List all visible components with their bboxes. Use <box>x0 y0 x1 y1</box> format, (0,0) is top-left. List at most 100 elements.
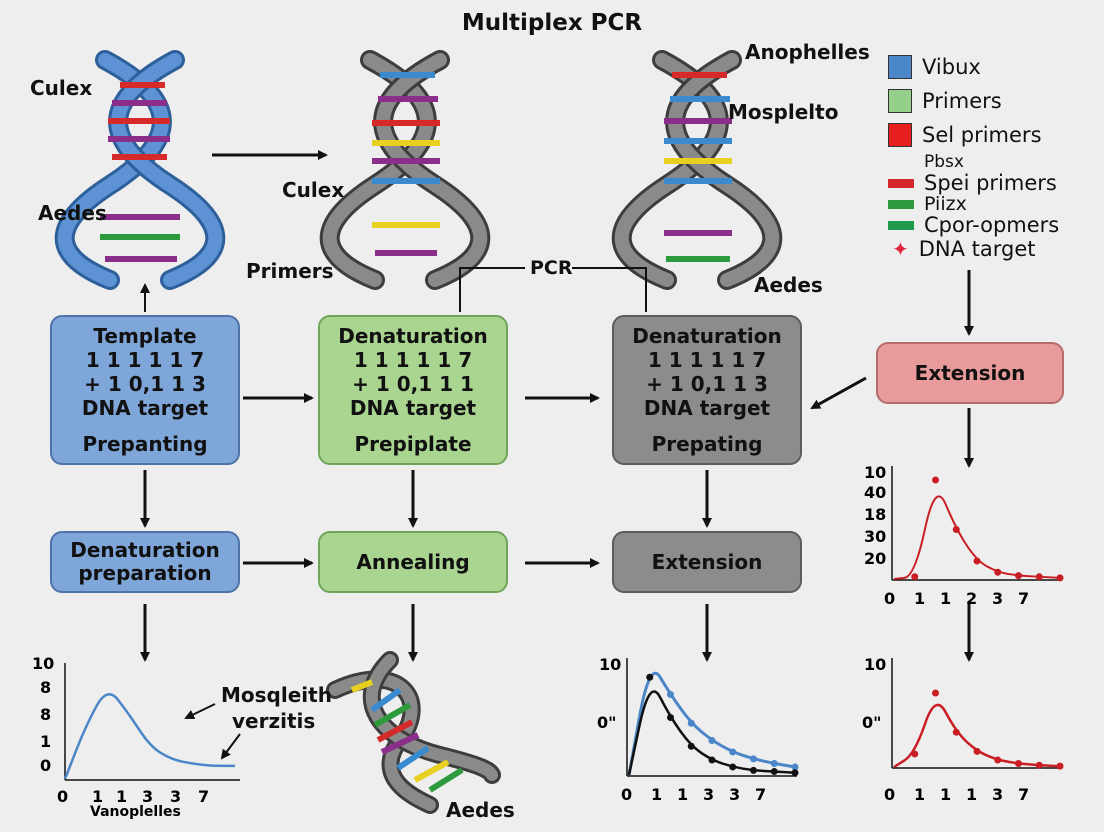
legend-label: Primers <box>922 89 1002 113</box>
legend-label: Piizx <box>924 193 967 215</box>
legend-swatch <box>888 123 912 147</box>
data-point <box>911 573 919 581</box>
data-point <box>770 768 778 776</box>
x-tick-label: 0 <box>57 787 68 806</box>
x-axis-label: Vanoplelles <box>90 804 181 820</box>
y-tick-label: 10 <box>864 655 886 674</box>
legend-label: Vibux <box>922 55 981 79</box>
y-tick-label: 0" <box>597 713 616 732</box>
box-line: 1 1 1 1 1 7 <box>353 348 473 372</box>
data-point <box>667 691 674 698</box>
y-tick-label: 10 <box>599 655 621 674</box>
label-primers-mid: Primers <box>246 259 334 283</box>
x-tick-label: 7 <box>755 785 766 804</box>
annealing-box: Annealing <box>318 531 508 593</box>
legend-swatch <box>888 89 912 113</box>
x-tick-label: 7 <box>1018 589 1029 608</box>
x-tick-label: 0 <box>621 785 632 804</box>
legend-item-primers: Primers <box>888 89 1002 113</box>
data-point <box>994 568 1002 576</box>
data-point <box>994 756 1002 764</box>
dna-helix-gray-2 <box>611 50 783 290</box>
box-title: Extension <box>651 550 763 574</box>
data-point <box>1015 760 1022 768</box>
y-tick-label: 10 <box>32 655 54 673</box>
dna-helix-gray-1 <box>319 50 491 290</box>
chart-3: 10 40 18 30 20 0 1 1 2 3 7 <box>864 463 1064 608</box>
data-point <box>770 760 778 767</box>
x-tick-label: 1 <box>914 785 925 804</box>
box-line: 1 1 1 1 1 7 <box>85 348 205 372</box>
data-point <box>952 728 960 736</box>
extension-box-top: Extension <box>876 342 1064 404</box>
chart-4-line <box>893 703 1061 769</box>
legend-bar <box>888 220 914 230</box>
data-point <box>750 766 757 774</box>
x-tick-label: 1 <box>677 785 688 804</box>
box-subtitle: Prepanting <box>82 432 208 456</box>
x-tick-label: 0 <box>884 589 895 608</box>
extension-box-mid: Extension <box>612 531 802 593</box>
legend-item-dna-target: ✦ DNA target <box>892 237 1036 261</box>
x-tick-label: 3 <box>729 785 740 804</box>
box-title: Template <box>93 324 197 348</box>
box-title: Extension <box>914 361 1026 385</box>
y-tick-label: 1 <box>40 732 51 751</box>
chart-1: 10 8 8 1 0 0 1 1 3 3 7 Vanoplelles <box>32 655 240 820</box>
pcr-bracket-right <box>572 267 647 312</box>
x-tick-label: 3 <box>992 785 1003 804</box>
x-tick-label: 7 <box>198 787 209 806</box>
label-aedes-right: Aedes <box>754 273 823 297</box>
template-box: Template 1 1 1 1 1 7 + 1 0,1 1 3 DNA tar… <box>50 315 240 465</box>
y-tick-label: 30 <box>864 527 886 546</box>
data-point <box>729 748 737 756</box>
data-point <box>932 689 939 697</box>
data-point <box>973 557 981 565</box>
chart-1-line <box>63 693 235 780</box>
data-point <box>708 756 716 764</box>
data-point <box>932 476 939 484</box>
y-tick-label: 18 <box>864 505 886 524</box>
y-tick-label: 0" <box>862 713 881 732</box>
legend-item-spei-primers: Spei primers <box>888 171 1057 195</box>
data-point <box>1035 761 1043 769</box>
box-line: + 1 0,1 1 3 <box>646 372 768 396</box>
legend-label: Cpor-opmers <box>924 213 1060 237</box>
legend-label: DNA target <box>918 237 1036 261</box>
x-tick-label: 3 <box>703 785 714 804</box>
x-tick-label: 1 <box>651 785 662 804</box>
arrow-annotation-1 <box>184 703 216 720</box>
data-point <box>687 742 695 750</box>
label-culex-left: Culex <box>30 76 93 100</box>
data-point <box>646 673 654 681</box>
label-mosplelto: Mosplelto <box>728 100 839 124</box>
dna-helix-diagonal <box>326 651 501 814</box>
x-tick-label: 1 <box>116 787 127 806</box>
y-tick-label: 8 <box>40 678 51 697</box>
box-title-2: preparation <box>78 561 212 585</box>
x-tick-label: 1 <box>940 589 951 608</box>
legend-label: Sel primers <box>922 123 1042 147</box>
box-subtitle: Prepating <box>651 432 763 456</box>
label-culex-mid: Culex <box>282 178 345 202</box>
denaturation-box-2: Denaturation 1 1 1 1 1 7 + 1 0,1 1 3 DNA… <box>612 315 802 465</box>
chart-4: 10 0" 0 1 1 1 3 7 <box>862 655 1064 804</box>
label-anophelles: Anophelles <box>745 40 870 64</box>
annotation-mosqleith: Mosqleith <box>221 683 332 707</box>
legend-bar <box>888 199 914 209</box>
data-point <box>952 526 960 533</box>
box-line: DNA target <box>81 396 209 420</box>
x-tick-label: 7 <box>1018 785 1029 804</box>
legend-item-vibux: Vibux <box>888 55 981 79</box>
diagram-title: Multiplex PCR <box>461 10 643 36</box>
label-aedes-left: Aedes <box>38 201 107 225</box>
annotation-verzitis: verzitis <box>232 709 316 733</box>
y-tick-label: 8 <box>40 705 51 724</box>
box-line: + 1 0,1 1 3 <box>84 372 206 396</box>
pcr-bracket-left <box>459 267 525 312</box>
data-point <box>1015 572 1022 580</box>
legend-label: Spei primers <box>924 171 1057 195</box>
legend-item-piizx: Piizx <box>888 193 967 215</box>
data-point <box>1056 574 1064 582</box>
data-point <box>1056 762 1064 770</box>
